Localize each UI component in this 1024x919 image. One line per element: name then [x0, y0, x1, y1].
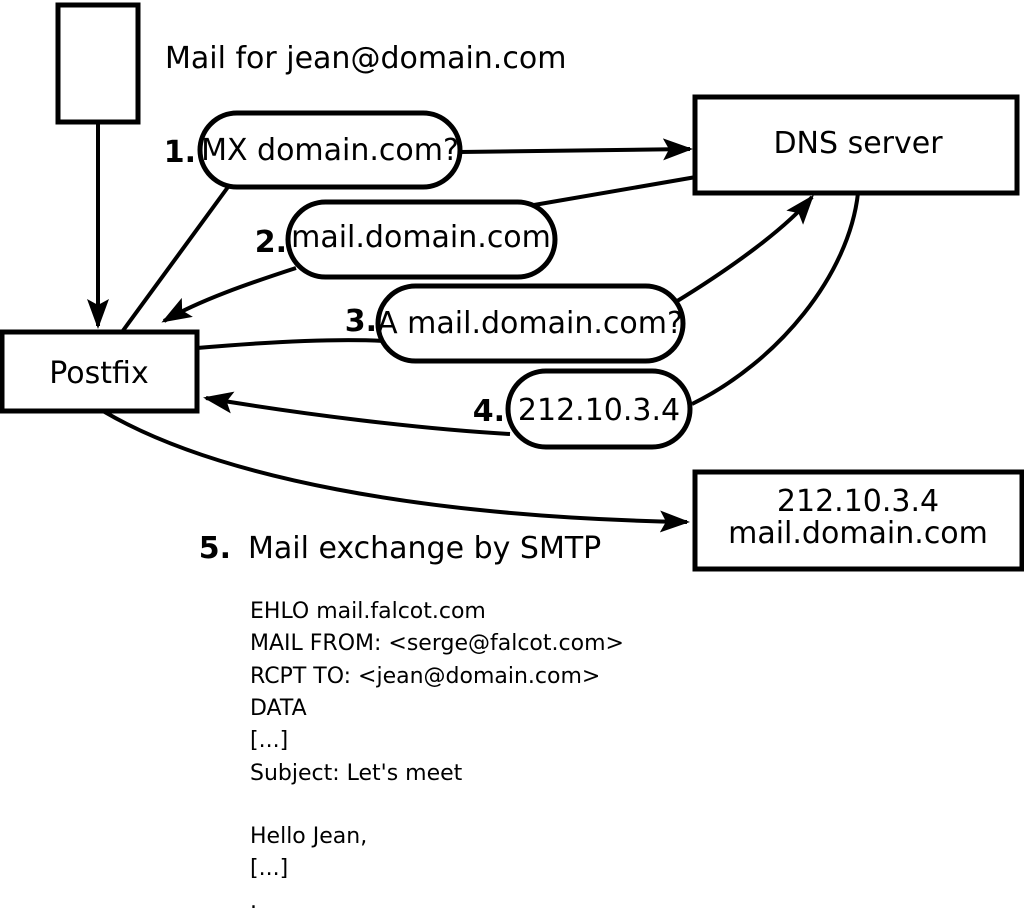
line-postfix-to-mx-query [120, 185, 230, 334]
bubble-mx-reply [285, 199, 558, 280]
smtp-session-transcript: EHLO mail.falcot.com MAIL FROM: <serge@f… [250, 599, 624, 914]
arrow-mx-query-to-dns [459, 138, 693, 161]
smtp-line-ellipsis-1: [...] [250, 728, 288, 753]
line-dns-to-a-reply [691, 192, 860, 406]
mail-server-hostname-label: mail.domain.com [728, 516, 988, 551]
step-3-label: A mail.domain.com? [377, 306, 683, 341]
message-envelope-box [55, 2, 141, 125]
step-2-number: 2. [255, 225, 287, 260]
arrow-mx-reply-to-postfix [161, 266, 297, 323]
smtp-line-subject: Subject: Let's meet [250, 761, 463, 786]
step-2-label: mail.domain.com [291, 220, 551, 255]
step-4-label: 212.10.3.4 [518, 393, 680, 428]
dns-server-label: DNS server [773, 126, 943, 161]
smtp-line-greeting: Hello Jean, [250, 824, 367, 849]
smtp-line-data: DATA [250, 696, 307, 721]
postfix-label: Postfix [49, 356, 148, 391]
mail-server-box [692, 469, 1024, 572]
bubble-a-reply [505, 368, 693, 450]
smtp-line-rcpt-to: RCPT TO: <jean@domain.com> [250, 664, 600, 689]
arrow-a-reply-to-postfix [203, 391, 511, 436]
bubble-mx-query [197, 110, 463, 190]
bubble-a-query [375, 283, 686, 364]
smtp-line-ehlo: EHLO mail.falcot.com [250, 599, 486, 624]
step-5-number: 5. [199, 531, 231, 566]
smtp-line-ellipsis-2: [...] [250, 856, 288, 881]
step-1-label: MX domain.com? [201, 133, 459, 168]
dns-server-box [692, 94, 1020, 196]
step-4-number: 4. [473, 394, 505, 429]
step-3-number: 3. [345, 304, 377, 339]
line-dns-to-mx-reply [533, 175, 697, 207]
line-postfix-to-a-query [196, 338, 386, 350]
smtp-line-mail-from: MAIL FROM: <serge@falcot.com> [250, 631, 624, 656]
postfix-box [0, 329, 200, 414]
diagram-title: Mail for jean@domain.com [165, 41, 566, 76]
arrow-a-query-to-dns [672, 194, 814, 305]
smtp-line-end-dot: . [250, 889, 257, 914]
step-1-number: 1. [164, 135, 196, 170]
step-5-label: Mail exchange by SMTP [248, 531, 601, 566]
arrow-postfix-to-mail-server [101, 409, 690, 533]
mail-server-ip-label: 212.10.3.4 [777, 484, 939, 519]
